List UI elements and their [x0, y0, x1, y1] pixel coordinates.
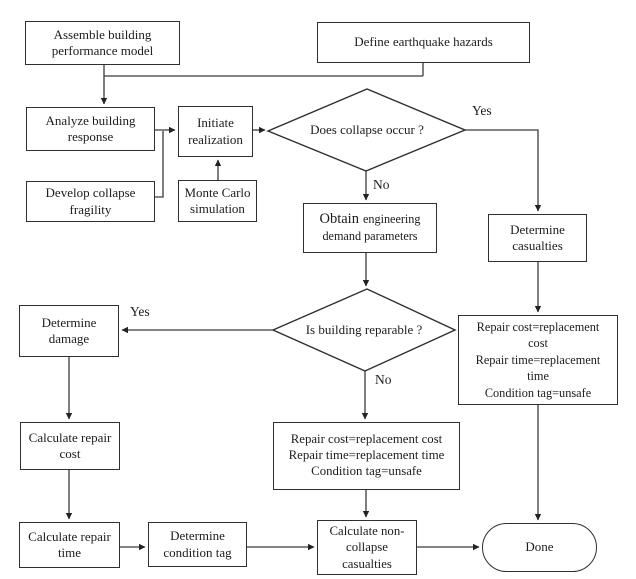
- node-calculate-noncollapse-casualties: Calculate non- collapse casualties: [317, 520, 417, 575]
- node-define-earthquake-hazards: Define earthquake hazards: [317, 22, 530, 63]
- node-replacement-values-irreparable: Repair cost=replacement cost Repair time…: [273, 422, 460, 490]
- node-determine-condition-tag: Determine condition tag: [148, 522, 247, 567]
- node-analyze-building-response: Analyze building response: [26, 107, 155, 151]
- reparable-no-label: No: [375, 372, 392, 387]
- edge-fragility-join: [155, 131, 164, 198]
- node-replacement-values-collapse: Repair cost=replacement cost Repair time…: [458, 315, 618, 405]
- node-develop-collapse-fragility: Develop collapse fragility: [26, 181, 155, 222]
- collapse-no-label: No: [373, 177, 390, 192]
- node-done-terminator: Done: [482, 523, 597, 572]
- node-initiate-realization: Initiate realization: [178, 106, 253, 157]
- reparable-yes-label: Yes: [130, 304, 150, 319]
- node-monte-carlo-simulation: Monte Carlo simulation: [178, 180, 257, 222]
- node-calculate-repair-cost: Calculate repair cost: [20, 422, 120, 470]
- collapse-decision-label: Does collapse occur ?: [310, 122, 424, 137]
- collapse-yes-label: Yes: [472, 103, 492, 118]
- node-determine-casualties: Determine casualties: [488, 214, 587, 262]
- node-assemble-building-model: Assemble building performance model: [25, 21, 180, 65]
- node-determine-damage: Determine damage: [19, 305, 119, 357]
- node-calculate-repair-time: Calculate repair time: [19, 522, 120, 568]
- obtain-word: Obtain: [319, 211, 359, 228]
- reparable-decision-label: Is building reparable ?: [305, 322, 423, 337]
- edge-collapse-yes-to-casualties: [465, 129, 542, 212]
- reparable-decision-diamond: [271, 288, 457, 372]
- collapse-decision-diamond: [266, 88, 467, 172]
